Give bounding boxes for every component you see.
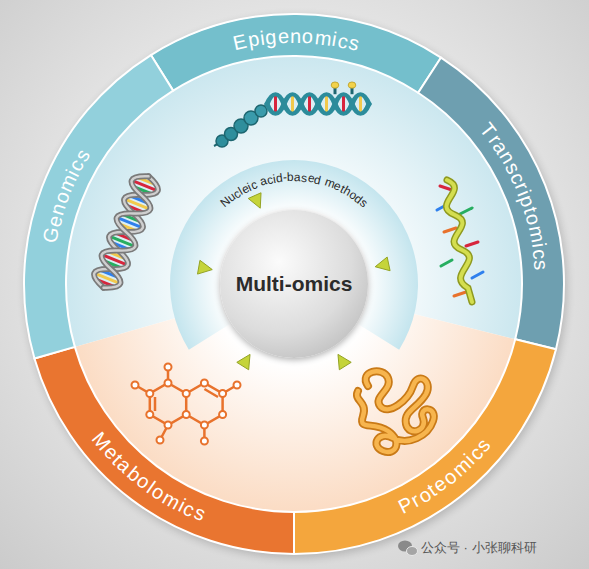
glyph: b (287, 171, 294, 183)
segment-shape (151, 14, 441, 93)
glyph: m (314, 27, 333, 49)
wechat-icon (398, 541, 418, 556)
arc-label: Genomics (40, 144, 93, 245)
chromatin-icon (214, 82, 369, 147)
ring-base (24, 14, 564, 554)
molecule-icon (132, 364, 241, 445)
glyph: - (283, 171, 288, 183)
arc-label: Proteomics (395, 434, 494, 517)
node-shape (148, 12, 444, 95)
ring-segment: Proteomics (292, 337, 558, 556)
pointer-triangle (237, 354, 250, 369)
pointer-triangle (338, 354, 351, 369)
pointer-triangle (248, 193, 261, 208)
glyph: s (531, 259, 552, 271)
ring-segment: Transcriptomics (416, 55, 566, 352)
arc-label: Transcriptomics (478, 119, 553, 276)
node-shape (292, 337, 558, 556)
glyph: E (231, 31, 248, 53)
node-shape (22, 53, 176, 361)
center-title: Multi-omics (236, 271, 353, 296)
glyph: n (290, 26, 301, 46)
center-circle: Multi-omics (220, 210, 368, 358)
segment-shape (418, 58, 564, 350)
node-shape (416, 55, 566, 352)
ring-shadow (25, 16, 567, 558)
ring-segment: Genomics (22, 53, 176, 361)
segment-shape (294, 339, 556, 554)
node-shape (32, 344, 297, 556)
segment-shape (34, 347, 294, 554)
segment-shape (24, 55, 173, 358)
arc-label: Nucleic acid-based methods (218, 170, 371, 210)
watermark: 公众号 · 小张聊科研 (421, 540, 537, 556)
dna-icon (91, 171, 162, 293)
arc-label: Metabolomics (91, 430, 211, 525)
glyph: m (525, 224, 548, 244)
glyph: a (294, 171, 301, 183)
glyph: o (302, 26, 314, 47)
glyph: d (313, 173, 322, 186)
pointer-triangle (375, 257, 390, 271)
glyph: e (277, 26, 289, 46)
pointer-triangle (198, 260, 213, 274)
glyph: g (265, 27, 278, 48)
glyph: d (275, 172, 283, 185)
ring-segment: Metabolomics (32, 344, 297, 556)
glyph: c (530, 248, 551, 260)
ring-segment: Epigenomics (148, 12, 444, 95)
protein-icon (357, 371, 434, 452)
glyph: p (246, 29, 260, 51)
arc-label: Epigenomics (229, 25, 365, 54)
rna-icon (437, 180, 483, 302)
